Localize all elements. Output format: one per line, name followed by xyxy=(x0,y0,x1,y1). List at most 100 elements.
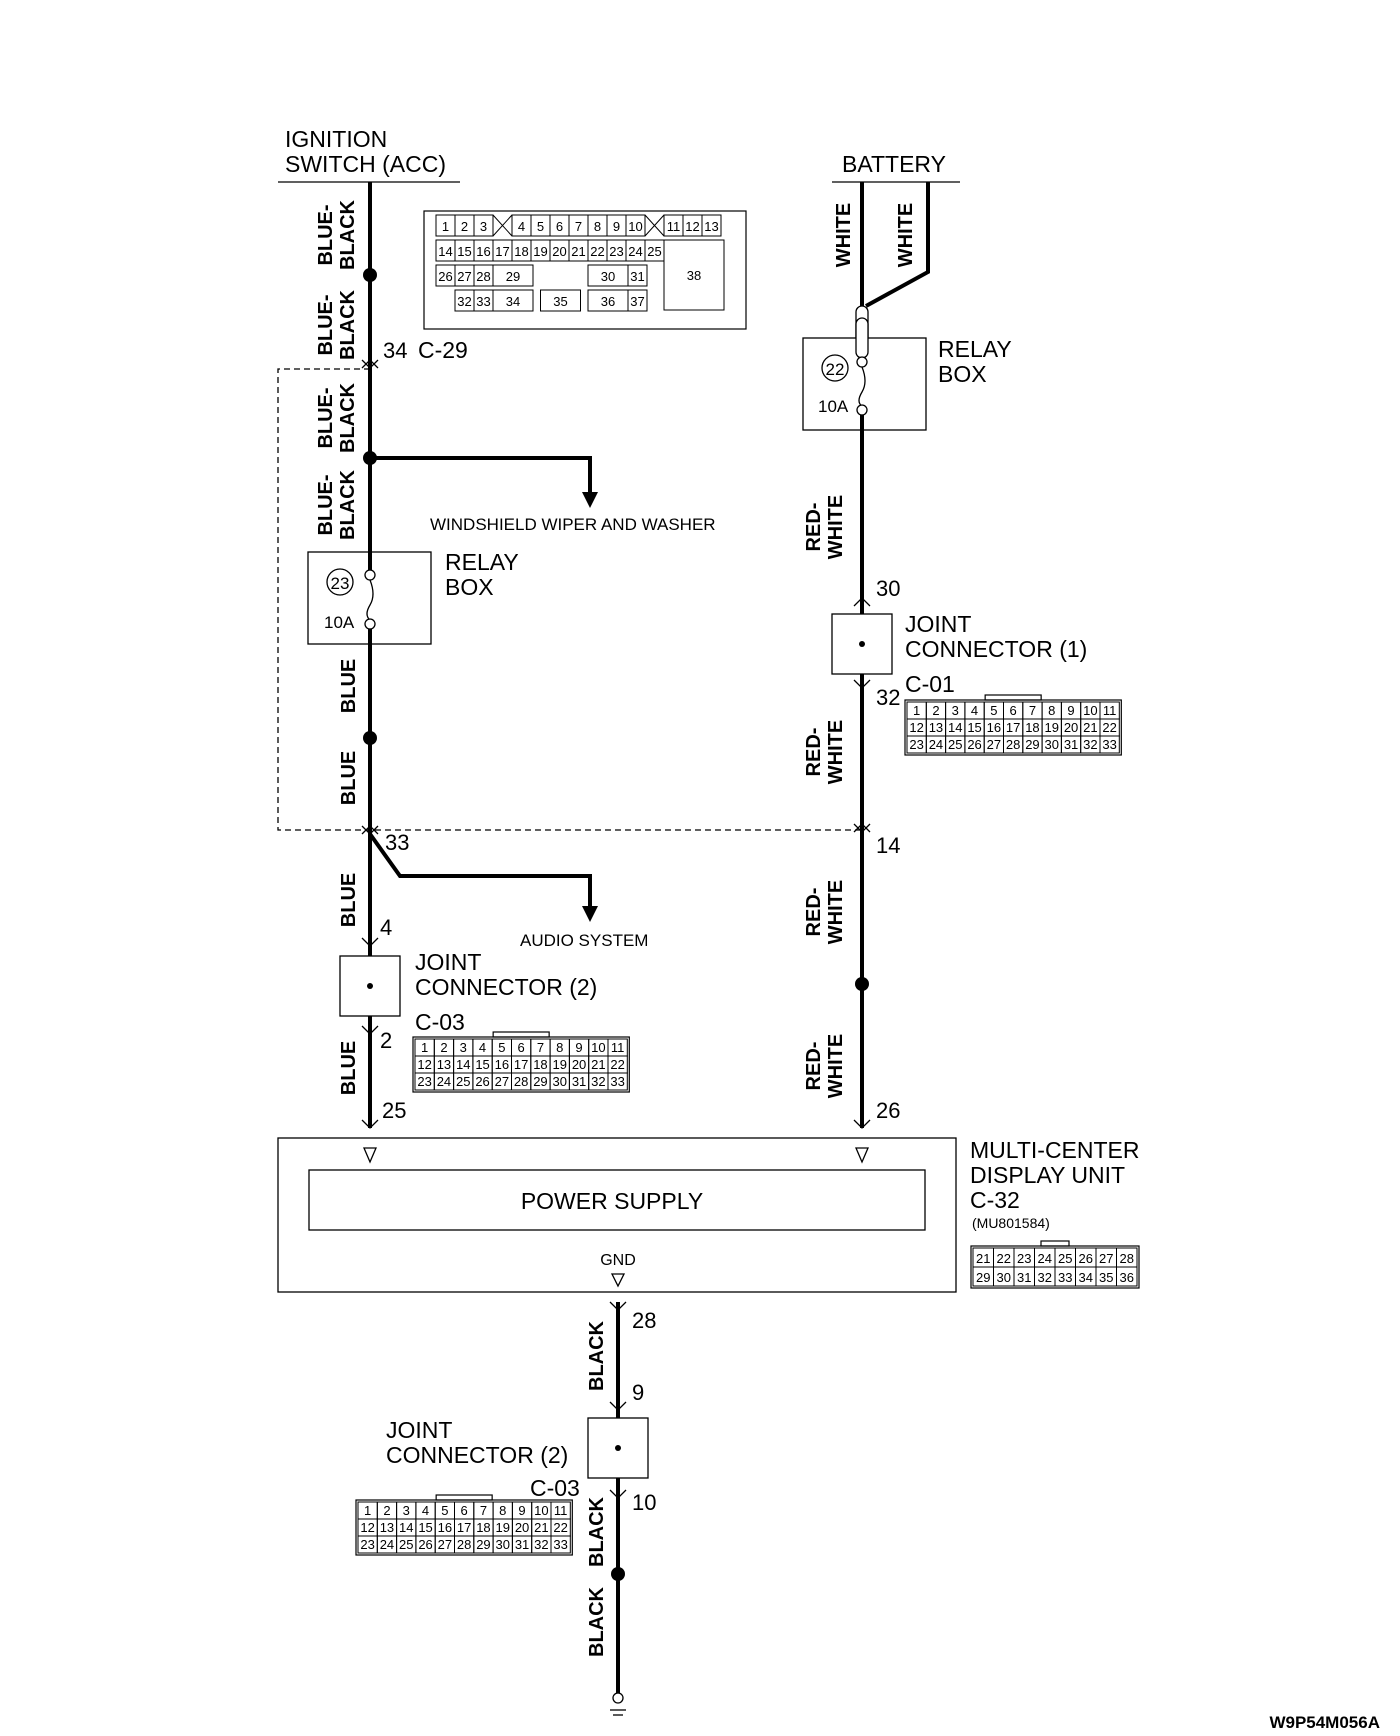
connector-cavity-number: 7 xyxy=(480,1503,487,1518)
connector-cavity-number: 23 xyxy=(609,244,623,259)
ground-terminal xyxy=(612,1692,624,1704)
connector-cavity-number: 22 xyxy=(590,244,604,259)
wire-label-blue-4: BLUE xyxy=(338,1041,360,1095)
connector-cavity-number: 32 xyxy=(1083,737,1097,752)
jc2-top-code: C-03 xyxy=(415,1009,465,1035)
connector-cavity-number: 35 xyxy=(1099,1270,1113,1285)
svg-text:BLUE-: BLUE- xyxy=(315,204,337,265)
connector-key xyxy=(492,1031,550,1038)
connector-cavity-number: 12 xyxy=(417,1057,431,1072)
pin-25: 25 xyxy=(382,1098,406,1123)
dashed-boundary xyxy=(277,368,862,831)
svg-text:BLUE-: BLUE- xyxy=(315,294,337,355)
connector-cavity-number: 29 xyxy=(506,269,520,284)
wire-label-white-2: WHITE xyxy=(895,203,917,267)
connector-cavity-number: 35 xyxy=(553,294,567,309)
connector-mark-9 xyxy=(609,1401,627,1411)
connector-key xyxy=(984,694,1042,701)
connector-key xyxy=(435,1494,493,1501)
connector-cavity-number: 11 xyxy=(667,219,681,234)
audio-arrow xyxy=(582,906,598,922)
connector-cavity-number: 24 xyxy=(380,1537,394,1552)
gnd-label: GND xyxy=(600,1252,636,1269)
connector-cavity-number: 25 xyxy=(647,244,661,259)
wire-label-blue-2: BLUE xyxy=(338,751,360,805)
wire-label-black-3: BLACK xyxy=(586,1586,608,1657)
connector-cavity xyxy=(701,214,722,237)
svg-text:WHITE: WHITE xyxy=(825,880,847,944)
connector-cavity-number: 6 xyxy=(518,1040,525,1055)
connector-cavity-number: 12 xyxy=(909,720,923,735)
connector-cavity-number: 2 xyxy=(383,1503,390,1518)
joint-connector-2-bottom-dot xyxy=(615,1445,621,1451)
connector-mark-30 xyxy=(853,597,871,607)
connector-mark-28 xyxy=(609,1301,627,1311)
splice-dot xyxy=(363,731,377,745)
jc2-bottom-code: C-03 xyxy=(530,1475,580,1501)
connector-cavity-number: 17 xyxy=(514,1057,528,1072)
connector-cavity-number: 30 xyxy=(1045,737,1059,752)
connector-cavity-number: 22 xyxy=(553,1520,567,1535)
connector-cavity-number: 5 xyxy=(990,703,997,718)
connector-cavity-number: 14 xyxy=(399,1520,413,1535)
wire-label-blue-1: BLUE xyxy=(338,659,360,713)
power-supply-box xyxy=(308,1169,926,1231)
connector-c29-label: C-29 xyxy=(418,337,468,363)
figure-id: W9P54M056A xyxy=(1269,1713,1380,1732)
connector-cavity-number: 30 xyxy=(997,1270,1011,1285)
jc1-label-1: JOINT xyxy=(905,611,971,637)
jc2-top-label-2: CONNECTOR (2) xyxy=(415,974,597,1000)
svg-text:RED-: RED- xyxy=(803,728,825,777)
windshield-arrow xyxy=(582,492,598,508)
svg-text:RED-: RED- xyxy=(803,503,825,552)
pin-2: 2 xyxy=(380,1028,392,1053)
connector-cavity-number: 32 xyxy=(1038,1270,1052,1285)
connector-cavity-number: 19 xyxy=(1045,720,1059,735)
connector-cavity-number: 18 xyxy=(1025,720,1039,735)
connector-cavity-number: 4 xyxy=(971,703,978,718)
mcdu-input-right xyxy=(855,1147,869,1164)
wire-label-blue-black-2: BLUE- BLACK xyxy=(315,289,359,360)
fuse-23-terminal xyxy=(364,569,376,581)
connector-cavity-number: 21 xyxy=(571,244,585,259)
connector-cavity-number: 18 xyxy=(533,1057,547,1072)
connector-cavity xyxy=(627,264,648,287)
connector-cavity-number: 13 xyxy=(437,1057,451,1072)
connector-cavity-number: 21 xyxy=(534,1520,548,1535)
connector-cavity-number: 4 xyxy=(479,1040,486,1055)
connector-cavity-number: 20 xyxy=(552,244,566,259)
wire-label-blue-3: BLUE xyxy=(338,873,360,927)
svg-text:BLUE: BLUE xyxy=(338,751,360,805)
fuse-23-number: 23 xyxy=(331,574,350,593)
joint-connector-2-top-dot xyxy=(367,983,373,989)
connector-cavity-number: 5 xyxy=(498,1040,505,1055)
connector-cavity-number: 15 xyxy=(967,720,981,735)
connector-cavity-number: 13 xyxy=(929,720,943,735)
connector-cavity-number: 18 xyxy=(514,244,528,259)
power-supply-label: POWER SUPPLY xyxy=(521,1188,703,1214)
connector-mark-14 xyxy=(853,823,871,833)
connector-cavity-number: 25 xyxy=(399,1537,413,1552)
connector-cavity-number: 32 xyxy=(591,1074,605,1089)
fuse-22-number: 22 xyxy=(826,360,845,379)
connector-cavity-number: 9 xyxy=(518,1503,525,1518)
svg-text:WHITE: WHITE xyxy=(833,203,855,267)
fuse-23-number-circle xyxy=(326,568,354,596)
connector-cavity-number: 1 xyxy=(421,1040,428,1055)
connector-mark-4 xyxy=(361,937,379,947)
connector-cavity-number: 4 xyxy=(518,219,525,234)
battery-wire-2 xyxy=(865,182,930,308)
wire-label-white-1: WHITE xyxy=(833,203,855,267)
svg-text:BLACK: BLACK xyxy=(337,469,359,540)
connector-cavity-number: 31 xyxy=(1064,737,1078,752)
connector-cavity-number: 37 xyxy=(630,294,644,309)
connector-cavity-number: 38 xyxy=(687,268,701,283)
connector-cavity-number: 31 xyxy=(515,1537,529,1552)
connector-mark-10 xyxy=(609,1489,627,1499)
connector-cavity-number: 24 xyxy=(929,737,943,752)
connector-cavity-number: 6 xyxy=(1010,703,1017,718)
wire-label-blue-black-4: BLUE- BLACK xyxy=(315,469,359,540)
